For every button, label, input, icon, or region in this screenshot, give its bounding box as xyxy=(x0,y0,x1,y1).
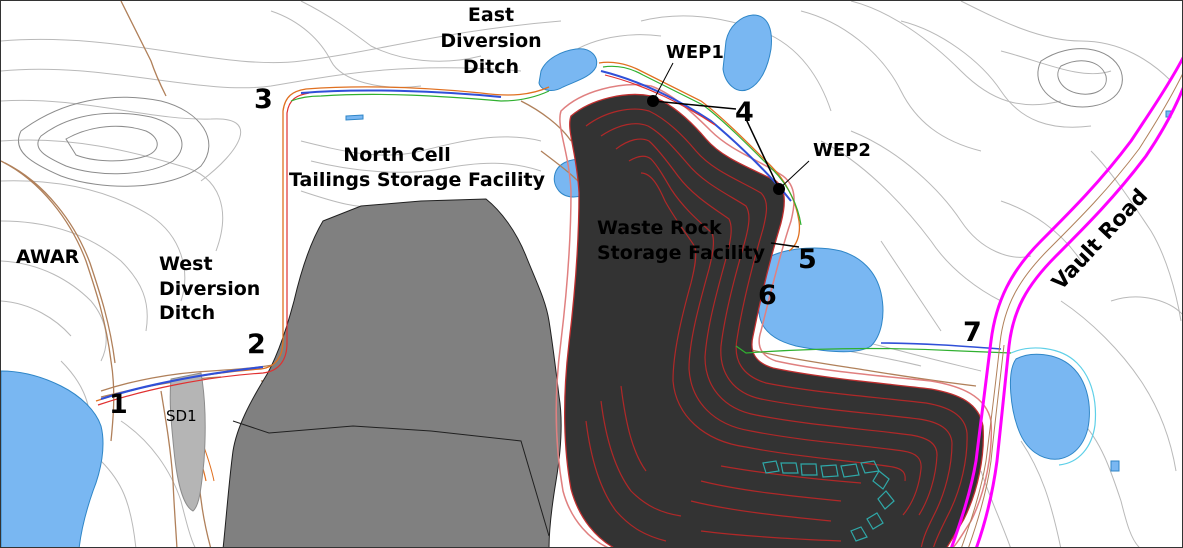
monitoring-points xyxy=(647,62,810,248)
west-ditch-label-line2: Diversion xyxy=(159,278,260,300)
north-cell-label: North Cell xyxy=(343,144,450,166)
east-ditch-label-line3: Ditch xyxy=(463,56,519,78)
north-cell-label-line2: Tailings Storage Facility xyxy=(289,169,546,191)
svg-text:Ditch: Ditch xyxy=(463,56,519,78)
svg-text:Ditch: Ditch xyxy=(159,302,215,324)
point-7-label: 7 xyxy=(963,317,982,348)
west-ditch-label: West xyxy=(159,253,213,275)
pond-small xyxy=(345,114,364,121)
sd1-area xyxy=(169,372,206,512)
awar-road xyxy=(1,160,115,442)
lake-east-ditch xyxy=(538,48,598,91)
svg-text:Diversion: Diversion xyxy=(440,30,541,52)
wep2-label: WEP2 xyxy=(813,140,871,161)
diversion-ditches xyxy=(95,61,1012,406)
lake-north xyxy=(722,14,772,91)
svg-text:Diversion: Diversion xyxy=(159,278,260,300)
point-4-label: 4 xyxy=(735,97,754,128)
east-ditch-label: East xyxy=(468,4,514,26)
wep1-label: WEP1 xyxy=(666,42,724,63)
point-6-label: 6 xyxy=(758,280,777,311)
east-ditch-label-line2: Diversion xyxy=(440,30,541,52)
lake-west xyxy=(1,370,104,547)
svg-text:Storage Facility: Storage Facility xyxy=(597,242,766,264)
lake-central xyxy=(757,247,884,353)
awar-label: AWAR xyxy=(16,246,80,268)
waste-rock-label: Waste Rock xyxy=(597,217,722,239)
waste-rock-sf xyxy=(555,84,993,547)
waste-rock-label-line2: Storage Facility xyxy=(597,242,766,264)
point-1-label: 1 xyxy=(109,389,128,420)
water-bodies xyxy=(1,14,1172,547)
point-3-label: 3 xyxy=(254,84,273,115)
pond-tiny-1 xyxy=(1110,460,1120,472)
point-5-label: 5 xyxy=(798,244,817,275)
north-cell-tsf xyxy=(222,198,562,547)
point-2-label: 2 xyxy=(247,329,266,360)
svg-text:Tailings Storage Facility: Tailings Storage Facility xyxy=(289,169,546,191)
lake-east xyxy=(1010,353,1090,460)
vault-road xyxy=(950,56,1182,547)
sd1-label: SD1 xyxy=(166,407,197,425)
west-ditch-label-line3: Ditch xyxy=(159,302,215,324)
